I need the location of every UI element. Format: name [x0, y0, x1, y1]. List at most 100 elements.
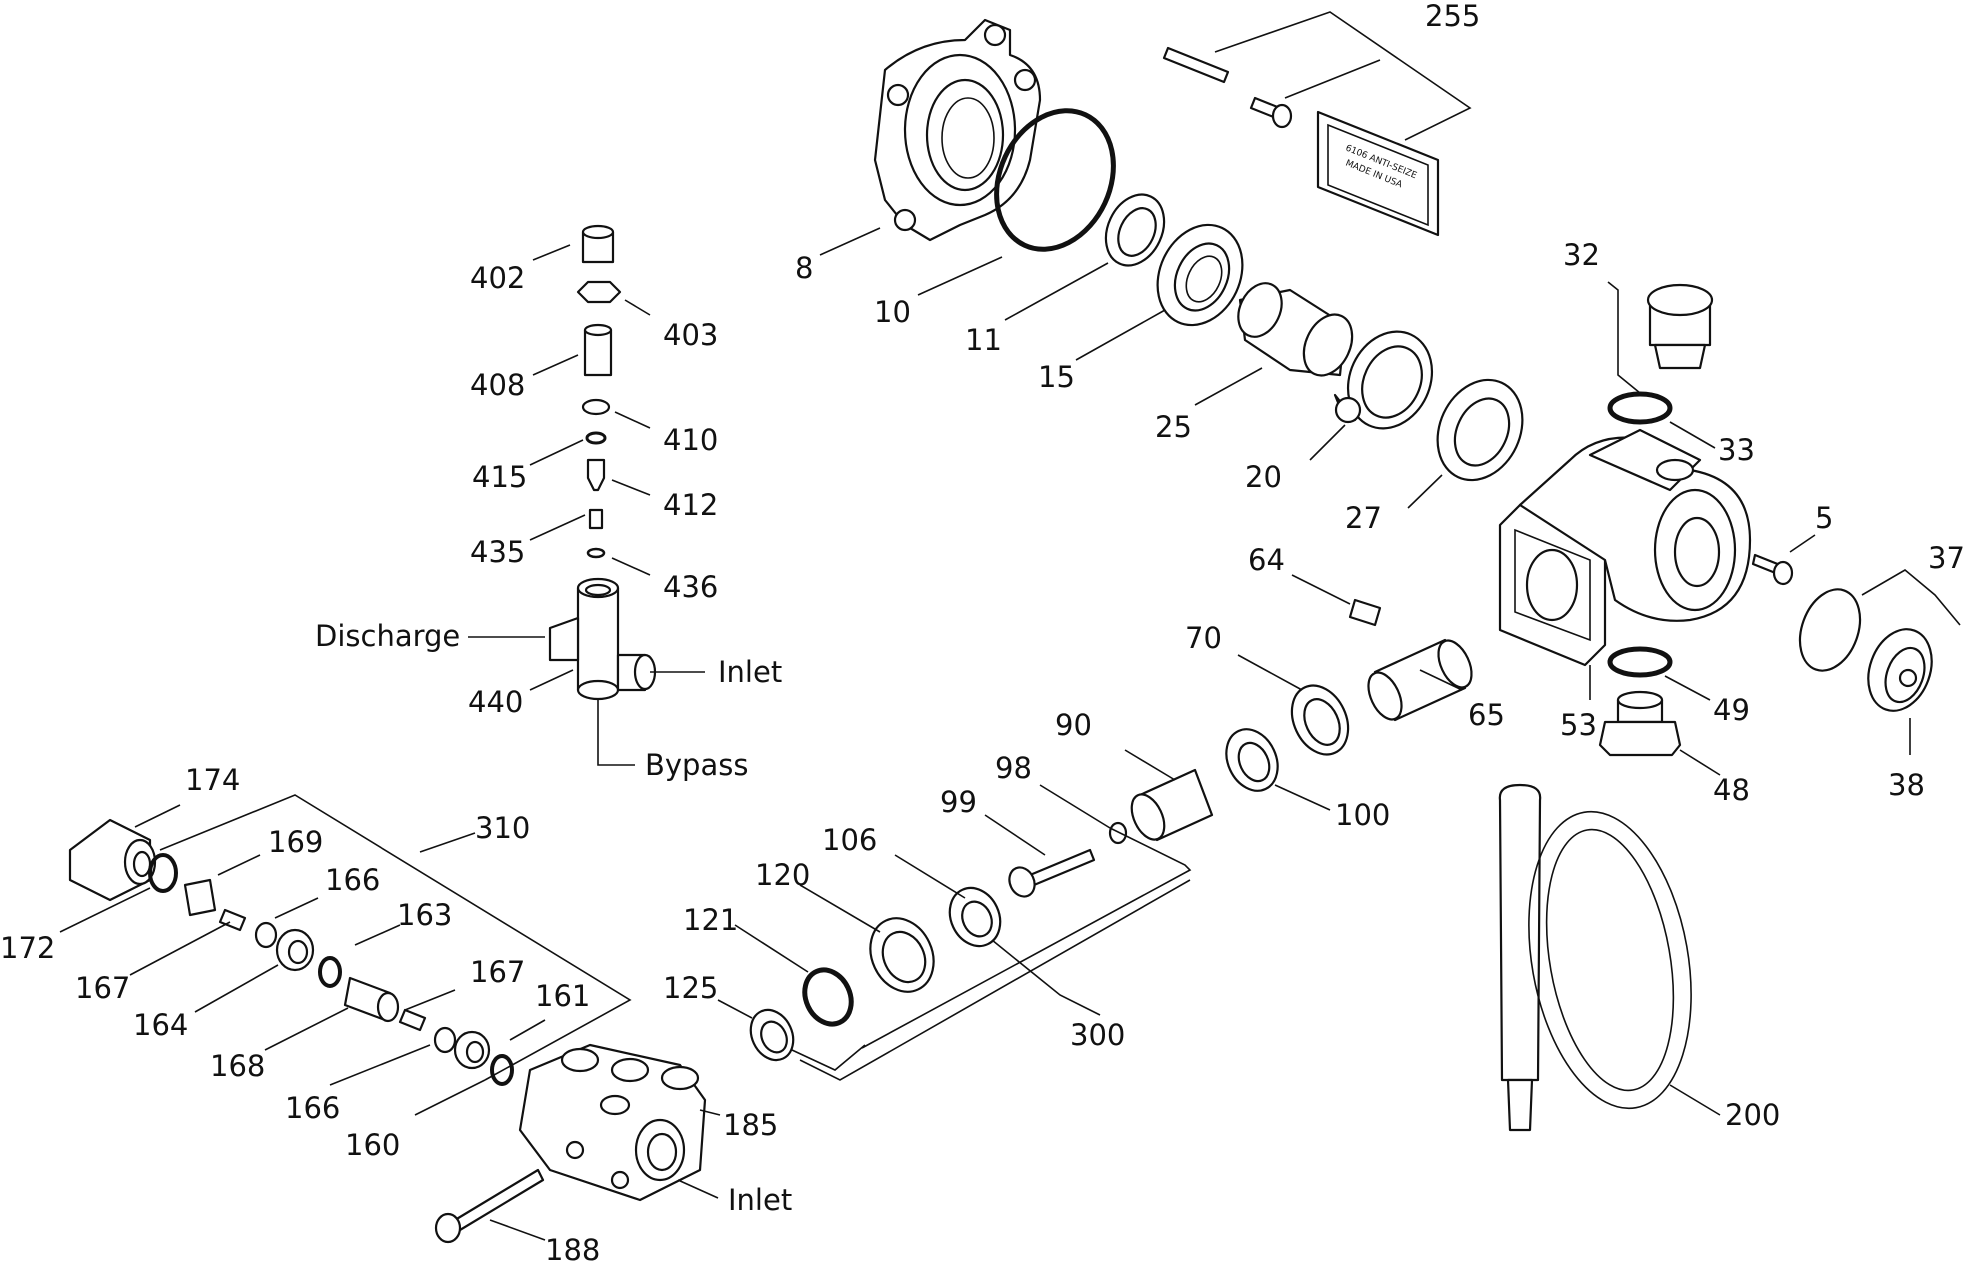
part-106-seal	[948, 886, 1002, 948]
part-255-kit: 6106 ANTI-SEIZE MADE IN USA	[1162, 46, 1440, 237]
part-15-bearing	[1156, 223, 1244, 327]
callout-185: 185	[723, 1108, 778, 1142]
callout-38: 38	[1888, 768, 1925, 802]
callout-161: 161	[535, 979, 590, 1013]
label-discharge: Discharge	[315, 619, 460, 653]
callout-169: 169	[268, 825, 323, 859]
unloader-valve	[548, 224, 657, 701]
part-8-bearing-cover	[873, 18, 1042, 242]
callout-48: 48	[1713, 773, 1750, 807]
callout-168: 168	[210, 1049, 265, 1083]
part-27-bearing	[1436, 378, 1524, 482]
part-90-sleeve	[1130, 768, 1214, 842]
part-408	[583, 328, 613, 377]
callout-100: 100	[1335, 798, 1390, 832]
part-5-screw	[1751, 553, 1794, 586]
callout-99: 99	[940, 785, 977, 819]
part-166b-valve	[433, 1026, 457, 1054]
callout-408: 408	[470, 368, 525, 402]
callout-65: 65	[1468, 698, 1505, 732]
callout-166b: 166	[285, 1091, 340, 1125]
callout-121: 121	[683, 903, 738, 937]
part-121-oring	[802, 967, 854, 1027]
part-120-seal	[869, 917, 935, 993]
callout-27: 27	[1345, 501, 1382, 535]
part-10-oring	[994, 108, 1116, 252]
part-11-seal	[1104, 193, 1166, 267]
part-70-seal	[1290, 684, 1350, 756]
label-inlet-tee: Inlet	[718, 655, 782, 689]
part-49-oring	[1607, 646, 1673, 678]
callout-435: 435	[470, 535, 525, 569]
callout-255: 255	[1425, 0, 1480, 33]
callout-163: 163	[397, 898, 452, 932]
part-48-drain-plug	[1598, 690, 1682, 757]
callout-436: 436	[663, 570, 718, 604]
callout-167a: 167	[75, 971, 130, 1005]
part-403	[576, 280, 622, 304]
callout-402: 402	[470, 261, 525, 295]
part-33-oring	[1607, 391, 1673, 425]
callout-125: 125	[663, 971, 718, 1005]
part-436	[586, 547, 606, 559]
callout-33: 33	[1718, 433, 1755, 467]
callout-90: 90	[1055, 708, 1092, 742]
callout-20: 20	[1245, 460, 1282, 494]
part-100-retainer	[1225, 728, 1279, 792]
callout-37: 37	[1928, 541, 1965, 575]
part-164-seat	[275, 928, 315, 972]
callout-64: 64	[1248, 543, 1285, 577]
callout-106: 106	[822, 823, 877, 857]
leader-lines	[59, 11, 1961, 1241]
callout-200: 200	[1725, 1098, 1780, 1132]
callout-415: 415	[472, 460, 527, 494]
part-98-washer	[1108, 821, 1128, 845]
callout-120: 120	[755, 858, 810, 892]
part-200-hose	[1498, 783, 1692, 1132]
callout-412: 412	[663, 488, 718, 522]
part-160-oring	[490, 1054, 514, 1086]
callout-49: 49	[1713, 693, 1750, 727]
callout-32: 32	[1563, 238, 1600, 272]
part-188-bolt	[434, 1168, 545, 1244]
part-167b-spring	[398, 1008, 427, 1032]
callout-15: 15	[1038, 360, 1075, 394]
callout-70: 70	[1185, 621, 1222, 655]
part-20-connecting-rod	[1333, 330, 1434, 430]
part-38-sight-glass	[1867, 628, 1933, 712]
part-185-manifold	[518, 1043, 707, 1202]
part-65-plunger	[1367, 638, 1473, 722]
callout-410: 410	[663, 423, 718, 457]
label-bypass: Bypass	[645, 748, 748, 782]
part-172-oring	[148, 853, 178, 893]
part-163-oring	[318, 956, 342, 988]
part-174-plug	[68, 818, 157, 902]
callout-166a: 166	[325, 863, 380, 897]
part-166-valve	[254, 921, 278, 949]
part-53-crankcase	[1498, 428, 1752, 667]
callout-53: 53	[1560, 708, 1597, 742]
part-37-gasket	[1798, 588, 1862, 672]
callout-98: 98	[995, 751, 1032, 785]
callout-11: 11	[965, 323, 1002, 357]
part-32-oil-cap	[1646, 283, 1714, 370]
part-435	[588, 508, 604, 530]
label-inlet-manifold: Inlet	[728, 1183, 792, 1217]
callout-10: 10	[874, 295, 911, 329]
callout-440: 440	[468, 685, 523, 719]
callout-5: 5	[1815, 501, 1833, 535]
callout-174: 174	[185, 763, 240, 797]
part-161-seat	[453, 1030, 491, 1070]
part-168-cage	[343, 976, 400, 1023]
part-412	[586, 458, 606, 492]
callout-188: 188	[545, 1233, 600, 1261]
part-167-spring	[218, 908, 247, 932]
part-415	[585, 431, 607, 445]
callout-310: 310	[475, 811, 530, 845]
callout-25: 25	[1155, 410, 1192, 444]
part-99-bolt	[1008, 848, 1096, 898]
callout-160: 160	[345, 1128, 400, 1162]
part-125-seal	[749, 1008, 795, 1062]
